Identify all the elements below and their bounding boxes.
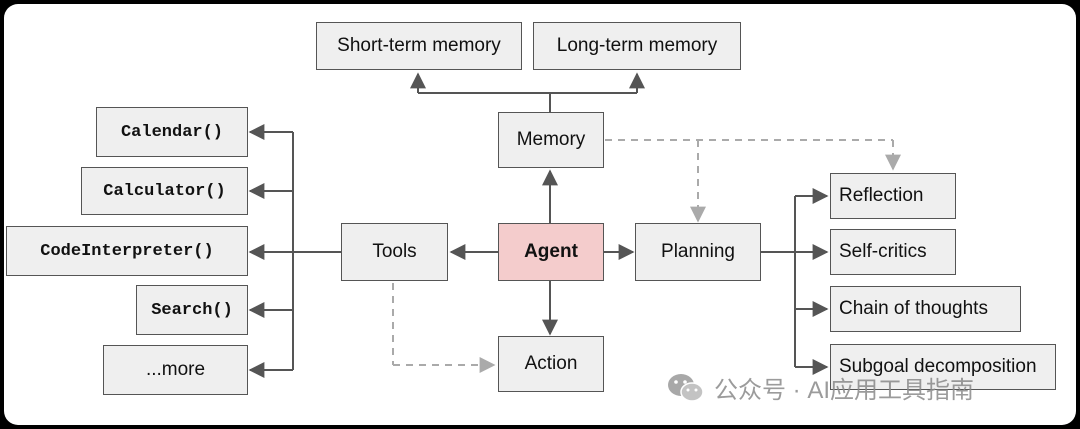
planning-box: Planning xyxy=(635,223,761,281)
reflection-box: Reflection xyxy=(830,173,956,219)
diagram-canvas: Short-term memory Long-term memory Memor… xyxy=(4,4,1076,425)
watermark-text: 公众号 · AI应用工具指南 xyxy=(714,377,975,404)
tools-box: Tools xyxy=(341,223,448,281)
self-critics-box: Self-critics xyxy=(830,229,956,275)
chain-of-thoughts-box: Chain of thoughts xyxy=(830,286,1021,332)
wechat-icon xyxy=(668,373,704,402)
planning-arrows xyxy=(761,188,829,375)
calendar-tool-box: Calendar() xyxy=(96,107,248,157)
subgoal-decomposition-box: Subgoal decomposition xyxy=(830,344,1056,390)
calculator-tool-box: Calculator() xyxy=(81,167,248,215)
code-interpreter-tool-box: CodeInterpreter() xyxy=(6,226,248,276)
search-tool-box: Search() xyxy=(136,285,248,335)
more-tools-box: ...more xyxy=(103,345,248,395)
connector-lines xyxy=(248,72,901,378)
dashed-arrows xyxy=(392,139,901,373)
watermark: 公众号 · AI应用工具指南 xyxy=(666,370,974,405)
action-box: Action xyxy=(498,336,604,392)
agent-box: Agent xyxy=(498,223,604,281)
memory-box: Memory xyxy=(498,112,604,168)
tools-arrows xyxy=(248,124,341,378)
short-term-memory-box: Short-term memory xyxy=(316,22,522,70)
agent-arrows xyxy=(449,169,635,336)
memory-to-store-arrows xyxy=(410,72,645,112)
long-term-memory-box: Long-term memory xyxy=(533,22,741,70)
